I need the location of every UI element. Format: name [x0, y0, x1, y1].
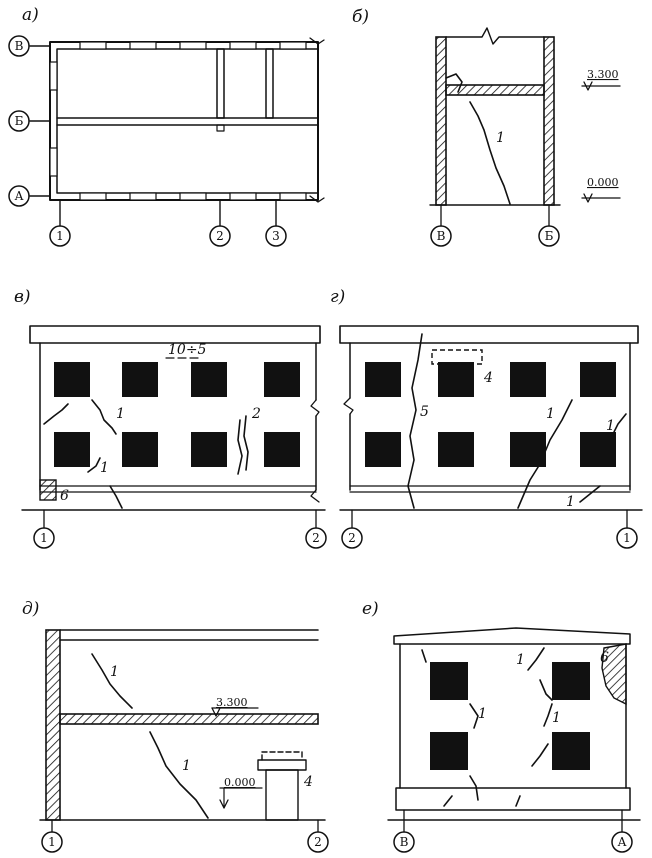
- marker-label: 6: [600, 650, 609, 666]
- panel-g-facade: г) 4 5 1 1 1 2 1: [330, 287, 643, 549]
- panel-d-label: д): [22, 599, 39, 619]
- axis-label: 2: [312, 531, 320, 545]
- level-label: 0.000: [587, 176, 619, 189]
- axis-label: 2: [348, 531, 356, 545]
- axis-label: Б: [545, 229, 554, 243]
- axis-label: А: [14, 189, 23, 203]
- marker-label: 6: [60, 488, 69, 504]
- axis-label: А: [617, 835, 626, 849]
- panel-g-label: г): [330, 287, 345, 307]
- crack-label: 1: [552, 710, 561, 726]
- crack-label: 1: [496, 130, 505, 146]
- panel-b-section: б) 1 3.300 0.000 В Б: [352, 7, 621, 247]
- axis-label: 1: [40, 531, 48, 545]
- note-label: 10÷5: [168, 342, 207, 358]
- crack-label: 1: [606, 418, 615, 434]
- panel-d-section: д) 1 1 3.300 0.000 4 1 2: [22, 599, 329, 853]
- axis-label: 2: [314, 835, 322, 849]
- crack-label: 1: [100, 460, 109, 476]
- level-label: 0.000: [224, 776, 256, 789]
- crack-label: 1: [566, 494, 575, 510]
- axis-label: 3: [272, 229, 280, 243]
- axis-label: 1: [623, 531, 631, 545]
- panel-b-label: б): [352, 7, 369, 27]
- axis-label: В: [400, 835, 409, 849]
- panel-v-label: в): [14, 287, 31, 307]
- crack-label: 1: [516, 652, 525, 668]
- crack-label: 1: [116, 406, 125, 422]
- panel-a-label: а): [22, 5, 39, 25]
- crack-label: 5: [420, 404, 429, 420]
- axis-label: Б: [15, 114, 24, 128]
- crack-label: 1: [478, 706, 487, 722]
- panel-e-facade: е) 6 1 1 1 В А: [362, 599, 641, 853]
- level-label: 3.300: [216, 696, 248, 709]
- axis-label: 1: [48, 835, 56, 849]
- marker-label: 4: [483, 370, 493, 386]
- crack-label: 1: [546, 406, 555, 422]
- panel-a-plan: а): [8, 5, 325, 247]
- crack-label: 2: [251, 406, 261, 422]
- axis-label: 2: [216, 229, 224, 243]
- crack-label: 1: [182, 758, 191, 774]
- axis-label: 1: [56, 229, 64, 243]
- axis-label: В: [15, 39, 24, 53]
- axis-label: В: [437, 229, 446, 243]
- marker-label: 4: [303, 774, 313, 790]
- crack-label: 1: [110, 664, 119, 680]
- level-label: 3.300: [587, 68, 619, 81]
- panel-v-facade: в) 10÷5 1 1 2 6: [14, 287, 327, 549]
- panel-e-label: е): [362, 599, 379, 619]
